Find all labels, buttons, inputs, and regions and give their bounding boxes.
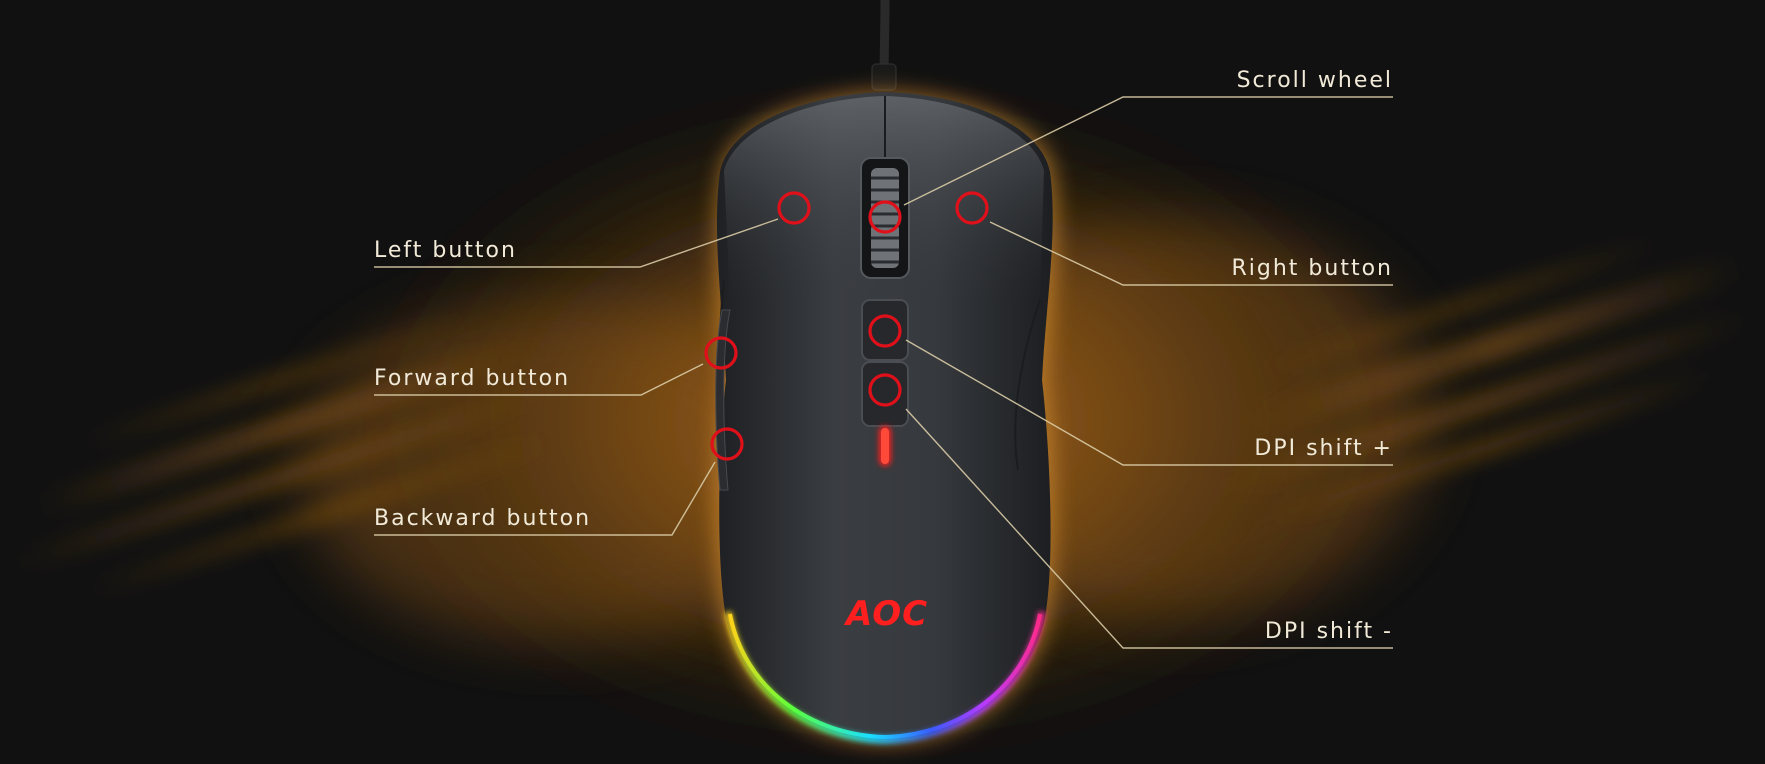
marker-dpi-shift-plus <box>868 314 902 348</box>
callout-labels: Scroll wheel Left button Right button Fo… <box>374 68 1394 644</box>
leader-left-button <box>374 218 779 268</box>
marker-right-button <box>955 191 989 225</box>
leader-scroll-wheel <box>903 96 1393 206</box>
brand-logo: AOC <box>843 594 928 634</box>
leader-lines <box>374 96 1393 649</box>
gaming-mouse: AOC <box>714 0 1059 745</box>
marker-forward-button <box>704 336 738 370</box>
leader-backward-button <box>374 461 716 536</box>
marker-dpi-shift-minus <box>868 373 902 407</box>
part-markers <box>704 191 989 461</box>
label-dpi-shift-minus: DPI shift - <box>1265 619 1393 644</box>
marker-left-button <box>777 191 811 225</box>
scroll-wheel-part <box>860 157 910 279</box>
marker-backward-button <box>710 427 744 461</box>
label-right-button: Right button <box>1232 256 1394 281</box>
leader-right-button <box>989 221 1393 286</box>
label-backward-button: Backward button <box>374 506 591 531</box>
label-scroll-wheel: Scroll wheel <box>1237 68 1393 93</box>
dpi-plus-part <box>861 299 909 361</box>
cable-strain-relief <box>871 63 897 91</box>
side-buttons-part <box>715 309 731 491</box>
leader-dpi-shift-minus <box>905 408 1393 649</box>
label-dpi-shift-plus: DPI shift + <box>1254 436 1393 461</box>
leader-dpi-shift-plus <box>905 339 1393 466</box>
label-left-button: Left button <box>374 238 517 263</box>
leader-forward-button <box>374 363 704 396</box>
label-forward-button: Forward button <box>374 366 570 391</box>
marker-scroll-wheel <box>868 200 902 234</box>
